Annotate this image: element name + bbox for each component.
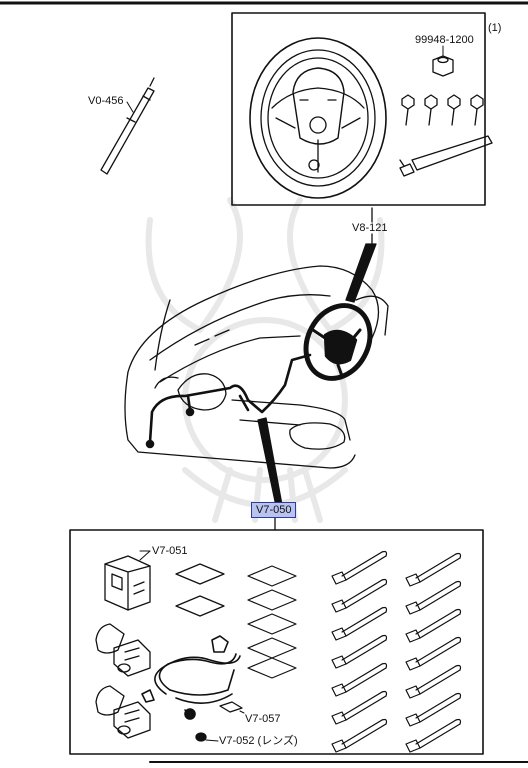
nut-illustration [432,45,454,77]
cable-tie [405,552,462,587]
cable-tie [331,578,388,613]
steering-kit-box [231,12,486,206]
cable-tie [331,718,388,753]
cable-tie [405,636,462,671]
cable-tie [331,606,388,641]
part-v0-456-label: V0-456 [88,95,124,107]
installed-harness [145,353,312,449]
dashboard-illustration [124,265,389,469]
cable-tie-grid [331,550,462,753]
pad-left-top [175,563,225,585]
part-v7-052-label: V7-052 (レンズ) [219,735,298,747]
part-99948-label: 99948-1200 [415,34,474,46]
cable-tie [331,634,388,669]
sensor-clip-illustration [219,701,245,714]
v7-051-leader [139,550,151,561]
bolts-illustration [401,94,484,126]
relay-unit-illustration [104,550,151,611]
cable-tie [405,692,462,727]
sensor-bracket-upper [95,623,151,677]
lens-illustration [195,732,219,742]
part-v7-051-label: V7-051 [152,545,188,557]
cable-tie [331,550,388,585]
cable-tie [405,664,462,699]
wire-harness-illustration [141,635,241,720]
harness-kit-box [69,529,484,755]
part-v8-121-label: V8-121 [352,222,388,234]
pad-stack [247,565,297,679]
v8-121-pointer [345,243,377,303]
steering-wheel-illustration [249,37,387,199]
cable-tie [331,690,388,725]
pry-tool-illustration [100,77,155,175]
watermark-emblem [145,197,385,523]
cable-tie [331,662,388,697]
cable-tie [405,608,462,643]
part-v7-050-label[interactable]: V7-050 [251,502,297,518]
part-v7-057-label: V7-057 [245,713,281,725]
cable-tie [405,580,462,615]
installed-steering-wheel [303,303,373,381]
trim-rod-illustration [399,135,493,177]
sensor-bracket-lower [95,685,151,739]
pad-left-bottom [175,595,225,617]
v0-456-leader [126,101,134,113]
part-qty-label: (1) [488,22,502,34]
cable-tie [405,718,462,753]
